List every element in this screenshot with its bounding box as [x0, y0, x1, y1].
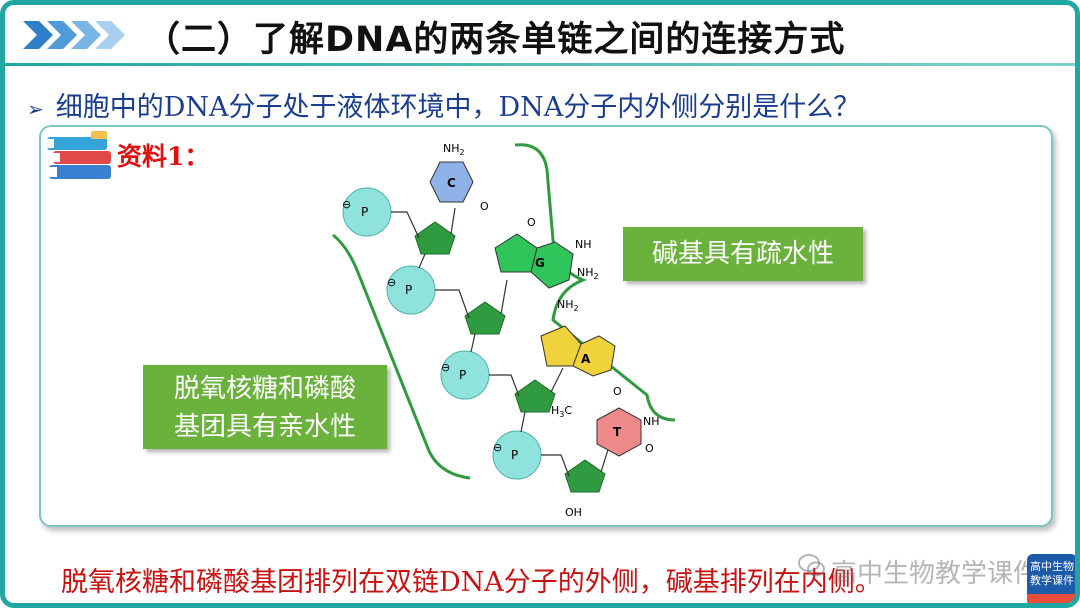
- oxygen-label: O: [527, 216, 536, 229]
- hydrophobic-callout: 碱基具有疏水性: [623, 227, 863, 281]
- wechat-icon: [798, 554, 825, 577]
- base-letter: C: [447, 176, 456, 190]
- hydroxyl-label: OH: [565, 506, 582, 519]
- left-bracket: [332, 233, 471, 480]
- oxygen-label: O: [613, 385, 622, 398]
- amine-label: NH2: [557, 298, 579, 313]
- phosphate-group-3: ⊖ P: [440, 350, 490, 400]
- nh-label: NH: [643, 415, 660, 428]
- phosphorus-label: P: [459, 368, 466, 382]
- phosphate-group-2: ⊖ P: [386, 265, 436, 315]
- resource-panel: [39, 125, 1053, 527]
- dna-strand-diagram: ⊖ P ⊖ P ⊖ P ⊖ P: [332, 142, 676, 519]
- phosphorus-label: P: [361, 205, 368, 219]
- base-letter: A: [581, 352, 591, 366]
- deoxyribose-2: [464, 301, 506, 335]
- phosphate-group-1: ⊖ P: [342, 187, 392, 237]
- guanine-base: G O NH NH2: [494, 216, 599, 289]
- cytosine-base: C NH2 O: [429, 142, 489, 213]
- page-title: （二）了解DNA的两条单链之间的连接方式: [145, 20, 846, 60]
- charge-label: ⊖: [387, 276, 396, 289]
- question-text: 细胞中的DNA分子处于液体环境中，DNA分子内外侧分别是什么？: [55, 92, 861, 123]
- right-bracket: [514, 143, 676, 422]
- watermark-text: 高中生物教学课件: [831, 559, 1040, 589]
- logo-stripe: [1027, 594, 1075, 603]
- books-icon: [47, 131, 111, 179]
- oxygen-label: O: [645, 442, 654, 455]
- hydrophilic-line-1: 脱氧核糖和磷酸: [173, 374, 356, 404]
- phosphorus-label: P: [405, 283, 412, 297]
- conclusion-text: 脱氧核糖和磷酸基团排列在双链DNA分子的外侧，碱基排列在内侧。: [61, 567, 882, 598]
- base-letter: G: [535, 256, 545, 270]
- arrow-bullet-icon: ➢: [27, 97, 44, 121]
- oxygen-label: O: [480, 200, 489, 213]
- deoxyribose-3: [514, 379, 556, 413]
- title-divider: [5, 63, 1075, 66]
- backbone-bonds: [391, 207, 612, 477]
- charge-label: ⊖: [342, 198, 351, 211]
- question-line: ➢ 细胞中的DNA分子处于液体环境中，DNA分子内外侧分别是什么？: [27, 85, 860, 124]
- base-letter: T: [613, 425, 622, 439]
- resource-label: 资料1：: [117, 142, 210, 171]
- channel-logo: 高中生物 教学课件: [1027, 554, 1075, 603]
- adenine-base: A NH2: [540, 298, 616, 377]
- hydrophilic-callout: 脱氧核糖和磷酸 基团具有亲水性: [143, 365, 387, 449]
- phosphate-group-4: ⊖ P: [492, 430, 542, 480]
- thymine-base: T O NH O H3C: [551, 385, 660, 457]
- hydrophilic-line-2: 基团具有亲水性: [173, 412, 356, 442]
- phosphorus-label: P: [511, 448, 518, 462]
- logo-line-1: 高中生物: [1030, 560, 1074, 573]
- title-chevrons-icon: [23, 21, 125, 49]
- deoxyribose-1: [414, 221, 456, 255]
- amine-label: NH2: [443, 142, 465, 157]
- deoxyribose-4: [564, 459, 606, 493]
- nh-label: NH: [575, 238, 592, 251]
- charge-label: ⊖: [441, 361, 450, 374]
- methyl-label: H3C: [551, 404, 572, 419]
- amine-label: NH2: [577, 266, 599, 281]
- charge-label: ⊖: [493, 441, 502, 454]
- logo-line-2: 教学课件: [1030, 574, 1074, 587]
- brackets: [332, 143, 676, 480]
